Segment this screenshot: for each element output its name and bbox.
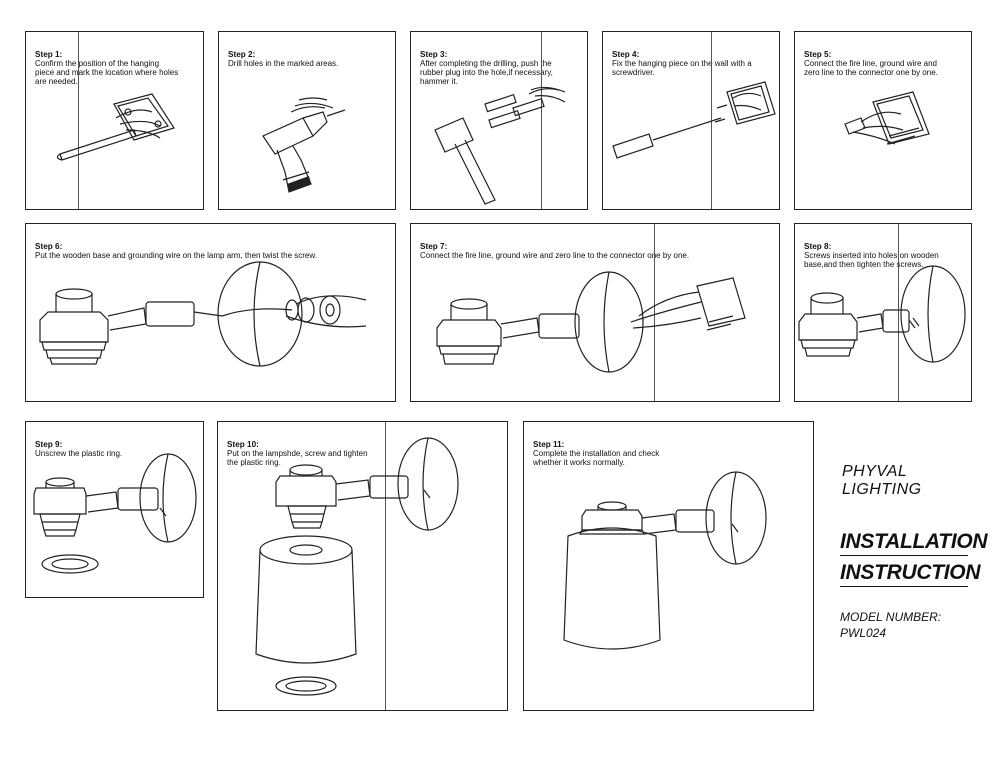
step-title: Step 9:: [35, 440, 63, 449]
step-text: Complete the installation and check whet…: [533, 449, 660, 467]
step-7-panel: Step 7: Connect the fire line, ground wi…: [410, 223, 780, 402]
hammer-plug-illustration: [411, 32, 588, 210]
step-2-panel: Step 2: Drill holes in the marked areas.: [218, 31, 396, 210]
step-text: Unscrew the plastic ring.: [35, 449, 123, 458]
lampshade-assembly-illustration: [218, 422, 508, 711]
step-title: Step 8:: [804, 242, 832, 251]
step-text: Connect the fire line, ground wire and z…: [420, 251, 690, 260]
title-underline: [840, 555, 968, 556]
step-title: Step 10:: [227, 440, 259, 449]
step-1-panel: Step 1: Confirm the position of the hang…: [25, 31, 204, 210]
completed-lamp-illustration: [524, 422, 814, 711]
title-underline: [840, 586, 968, 587]
fasten-base-illustration: [795, 224, 972, 402]
unscrew-ring-illustration: [26, 422, 204, 598]
wooden-base-assembly-illustration: [26, 224, 396, 402]
step-9-panel: Step 9: Unscrew the plastic ring.: [25, 421, 204, 598]
step-text: Confirm the position of the hanging piec…: [35, 59, 179, 86]
step-title: Step 4:: [612, 50, 640, 59]
step-5-panel: Step 5: Connect the fire line, ground wi…: [794, 31, 972, 210]
step-10-panel: Step 10: Put on the lampshde, screw and …: [217, 421, 508, 711]
wall-line: [385, 422, 386, 710]
drill-illustration: [219, 32, 396, 210]
step-title: Step 3:: [420, 50, 448, 59]
step-title: Step 2:: [228, 50, 256, 59]
doc-title-line2: INSTRUCTION: [840, 561, 981, 584]
screwdriver-illustration: [603, 32, 780, 210]
connector-illustration: [795, 32, 972, 210]
step-3-panel: Step 3: After completing the drilling, p…: [410, 31, 588, 210]
step-title: Step 1:: [35, 50, 63, 59]
step-title: Step 7:: [420, 242, 448, 251]
wall-line: [898, 224, 899, 401]
step-title: Step 5:: [804, 50, 832, 59]
step-title: Step 11:: [533, 440, 565, 449]
step-text: Connect the fire line, ground wire and z…: [804, 59, 938, 77]
step-11-panel: Step 11: Complete the installation and c…: [523, 421, 814, 711]
step-text: After completing the drilling, push the …: [420, 59, 553, 86]
mark-holes-illustration: [26, 32, 204, 210]
step-text: Put the wooden base and grounding wire o…: [35, 251, 317, 260]
step-8-panel: Step 8: Screws inserted into holes on wo…: [794, 223, 972, 402]
step-text: Drill holes in the marked areas.: [228, 59, 339, 68]
model-number: MODEL NUMBER: PWL024: [840, 610, 942, 640]
step-text: Put on the lampshde, screw and tighten t…: [227, 449, 368, 467]
wall-line: [654, 224, 655, 401]
step-text: Fix the hanging piece on the wall with a…: [612, 59, 752, 77]
step-text: Screws inserted into holes on wooden bas…: [804, 251, 939, 269]
doc-title-line1: INSTALLATION: [840, 530, 988, 553]
step-6-panel: Step 6: Put the wooden base and groundin…: [25, 223, 396, 402]
wall-line: [78, 32, 79, 209]
wall-line: [541, 32, 542, 209]
step-title: Step 6:: [35, 242, 63, 251]
brand-name: PHYVAL LIGHTING: [842, 463, 922, 498]
step-4-panel: Step 4: Fix the hanging piece on the wal…: [602, 31, 780, 210]
wiring-assembly-illustration: [411, 224, 780, 402]
